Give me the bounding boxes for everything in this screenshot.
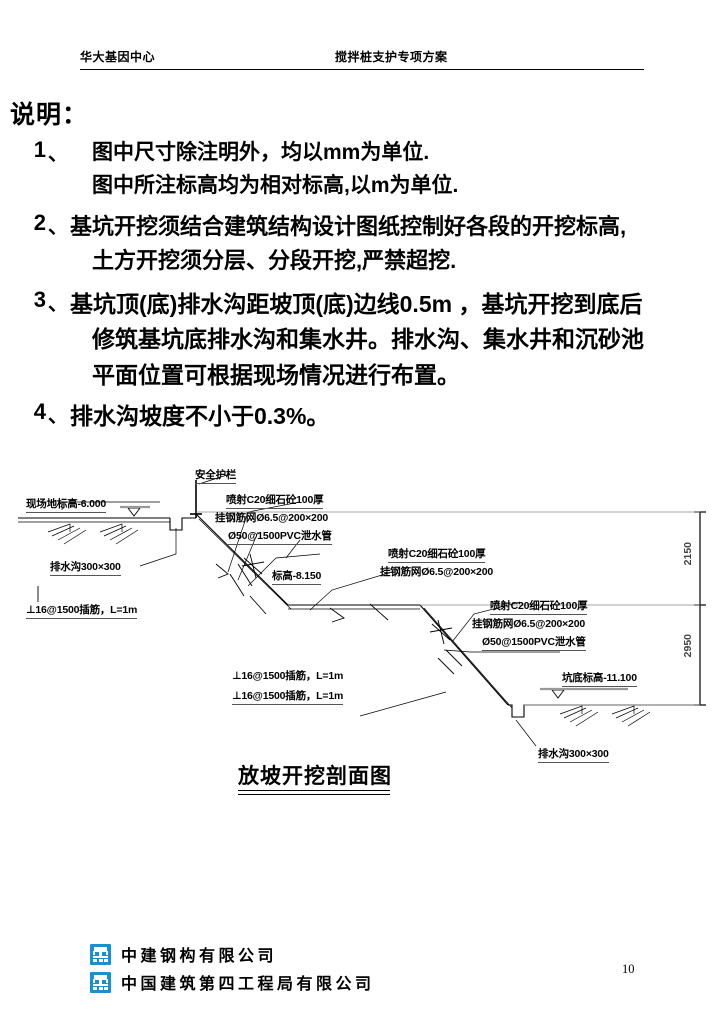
ground-hatch-bottom <box>559 705 651 727</box>
footer-company-row-2: 中国建筑第四工程局有限公司 <box>90 968 375 996</box>
note-item-1: 1 、 图中尺寸除注明外，均以mm为单位. 图中所注标高均为相对标高,以m为单位… <box>10 137 720 202</box>
figure-caption-rule <box>238 790 390 791</box>
excavation-section-drawing: 现场地标高-6.000 排水沟300×300 ⊥16@1500插筋，L=1m 安… <box>0 462 724 792</box>
note-separator: 、 <box>48 216 68 239</box>
notes-block: 说明： 1 、 图中尺寸除注明外，均以mm为单位. 图中所注标高均为相对标高,以… <box>10 100 720 435</box>
note-line: 基坑开挖须结合建筑结构设计图纸控制好各段的开挖标高, <box>70 214 627 240</box>
label-mesh-2: 挂钢筋网Ø6.5@200×200 <box>380 566 493 578</box>
footer-company-row-1: 中建钢构有限公司 <box>90 940 375 968</box>
note-body: 图中尺寸除注明外，均以mm为单位. 图中所注标高均为相对标高,以m为单位. <box>70 137 720 202</box>
note-separator: 、 <box>48 143 68 166</box>
label-safety-railing: 安全护栏 <box>195 467 236 484</box>
label-dowel-mid-1: ⊥16@1500插筋，L=1m <box>232 670 344 682</box>
drawing-vector-canvas <box>18 473 706 747</box>
leader-pvc-3 <box>443 649 560 653</box>
leader-top-ditch <box>139 528 177 567</box>
label-bench-elevation: 标高-8.150 <box>272 568 321 585</box>
note-separator: 、 <box>48 405 68 428</box>
dowel-arrow-2 <box>329 607 345 623</box>
header-center-title: 搅拌桩支护专项方案 <box>335 50 448 64</box>
note-line: 排水沟坡度不小于0.3%。 <box>70 403 330 430</box>
leader-shotcrete-2 <box>309 571 393 611</box>
figure-caption: 放坡开挖剖面图 <box>238 765 392 788</box>
dimension-extension-lines <box>196 511 700 706</box>
leader-railing <box>198 473 231 485</box>
leader-bottom-ditch <box>515 719 537 747</box>
elevation-marker-left <box>127 507 141 517</box>
dowel-ticks <box>229 563 463 675</box>
slope-face-1 <box>195 513 289 606</box>
leader-ground-elev <box>61 501 160 510</box>
note-item-3: 3 、 基坑顶(底)排水沟距坡顶(底)边线0.5m ，基坑开挖到底后 修筑基坑底… <box>10 287 720 394</box>
header-divider <box>80 69 644 70</box>
note-line: 土方开挖须分层、分段开挖,严禁超挖. <box>92 248 457 274</box>
note-body: 排水沟坡度不小于0.3%。 <box>70 399 720 435</box>
label-shotcrete-3: 喷射C20细石砼100厚 <box>490 598 588 615</box>
leader-mesh-1 <box>237 531 259 581</box>
elevation-marker-bottom <box>551 689 565 699</box>
note-item-2: 2 、 基坑开挖须结合建筑结构设计图纸控制好各段的开挖标高, 土方开挖须分层、分… <box>10 210 720 278</box>
top-ditch-notch <box>169 517 196 531</box>
leader-dowel-mid <box>359 691 447 717</box>
label-pvc-3: Ø50@1500PVC泄水管 <box>482 634 586 651</box>
note-line: 修筑基坑底排水沟和集水井。排水沟、集水井和沉砂池 <box>92 326 644 353</box>
label-top-ditch: 排水沟300×300 <box>50 559 121 576</box>
label-mesh-1: 挂钢筋网Ø6.5@200×200 <box>215 512 328 524</box>
figure-caption-rule-2 <box>238 794 390 795</box>
note-body: 基坑开挖须结合建筑结构设计图纸控制好各段的开挖标高, 土方开挖须分层、分段开挖,… <box>70 210 720 278</box>
header-left-title: 华大基因中心 <box>80 50 156 64</box>
footer-company-2: 中国建筑第四工程局有限公司 <box>121 976 375 993</box>
note-line: 图中所注标高均为相对标高,以m为单位. <box>92 173 459 197</box>
note-line: 图中尺寸除注明外，均以mm为单位. <box>92 141 430 165</box>
label-pvc-1: Ø50@1500PVC泄水管 <box>228 528 332 545</box>
leader-bench-elev <box>285 539 301 559</box>
note-number: 1 <box>33 137 46 163</box>
label-shotcrete-2: 喷射C20细石砼100厚 <box>388 546 486 563</box>
footer-company-1: 中建钢构有限公司 <box>121 948 278 965</box>
label-top-dowel: ⊥16@1500插筋，L=1m <box>26 602 137 619</box>
page-header: 华大基因中心 搅拌桩支护专项方案 <box>80 48 644 74</box>
notes-title: 说明： <box>10 101 89 129</box>
dowel-arrow-1 <box>215 563 229 579</box>
page-footer: 中建钢构有限公司 中国建筑第四工程局有限公司 <box>90 940 375 996</box>
note-separator: 、 <box>48 292 68 315</box>
label-shotcrete-1: 喷射C20细石砼100厚 <box>226 492 324 509</box>
note-number: 3 <box>33 286 46 312</box>
slope-ratio-marker-2 <box>429 619 453 645</box>
page-number: 10 <box>622 962 635 976</box>
label-pit-elevation: 坑底标高-11.100 <box>562 670 637 687</box>
label-bottom-ditch: 排水沟300×300 <box>538 746 609 763</box>
cscec-logo-icon <box>90 943 111 965</box>
slope-ratio-marker-1 <box>241 553 265 579</box>
shotcrete-face-2 <box>423 607 513 709</box>
label-mesh-3: 挂钢筋网Ø6.5@200×200 <box>472 618 585 630</box>
dimension-label-upper: 2150 <box>682 542 694 566</box>
label-ground-elevation: 现场地标高-6.000 <box>26 496 106 513</box>
ground-hatch-left <box>47 523 139 545</box>
note-line: 平面位置可根据现场情况进行布置。 <box>92 361 460 388</box>
note-number: 4 <box>33 399 46 425</box>
cscec-logo-icon <box>90 971 111 993</box>
dimension-label-lower: 2950 <box>682 634 694 658</box>
note-line: 基坑顶(底)排水沟距坡顶(底)边线0.5m ，基坑开挖到底后 <box>70 290 643 317</box>
leader-pvc-1 <box>247 553 321 587</box>
slope-face-2 <box>419 604 509 706</box>
note-item-4: 4 、 排水沟坡度不小于0.3%。 <box>10 399 720 435</box>
label-dowel-mid-2: ⊥16@1500插筋，L=1m <box>232 688 343 705</box>
pit-bottom-line <box>508 704 700 718</box>
note-body: 基坑顶(底)排水沟距坡顶(底)边线0.5m ，基坑开挖到底后 修筑基坑底排水沟和… <box>70 287 720 394</box>
leader-shotcrete-3 <box>451 601 521 643</box>
note-number: 2 <box>33 210 46 236</box>
